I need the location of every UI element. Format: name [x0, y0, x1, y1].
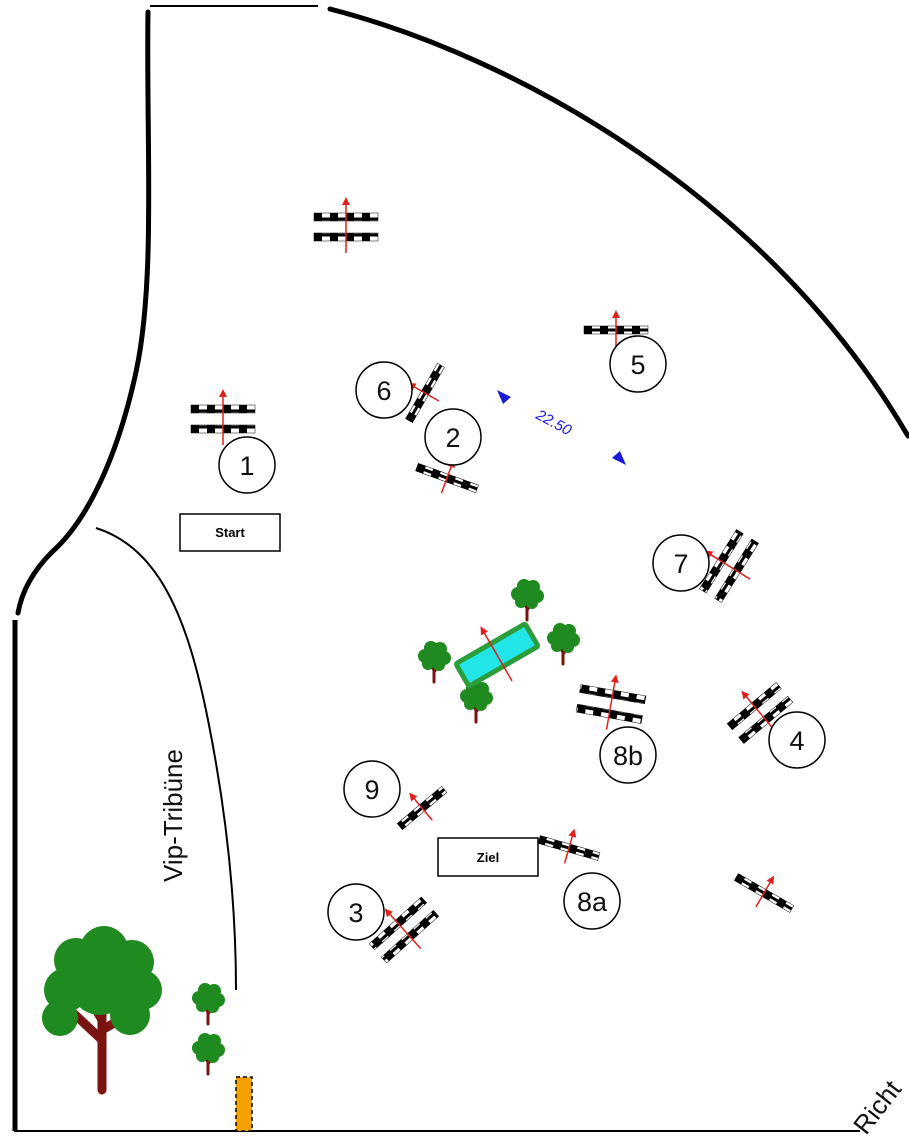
direction-arrow: [605, 680, 616, 730]
tree-icon: [458, 679, 495, 724]
direction-arrow-head: [568, 828, 577, 838]
obstacle-number-2: 2: [424, 408, 482, 466]
obstacle-number-1: 1: [218, 436, 276, 494]
direction-arrow: [709, 553, 751, 580]
direction-arrow: [755, 880, 772, 908]
direction-arrow: [412, 385, 440, 402]
direction-arrow-head: [384, 908, 393, 918]
obstacle-jump-3: [368, 896, 440, 964]
obstacle-jump-9: [396, 785, 448, 831]
direction-arrow-head: [741, 690, 750, 700]
obstacle-number-3: 3: [327, 883, 385, 941]
tree-icon: [190, 981, 227, 1026]
distance-marker: 22.50: [497, 390, 626, 465]
svg-text:5: 5: [630, 350, 645, 380]
obstacle-jump-8a: [537, 828, 601, 864]
tree-icon: [545, 621, 582, 666]
obstacle-number-7: 7: [652, 534, 710, 592]
svg-text:6: 6: [376, 376, 391, 406]
obstacle-number-5: 5: [609, 335, 667, 393]
direction-arrow-head: [610, 674, 619, 684]
direction-arrow-head: [612, 310, 620, 318]
obstacle-numbers: 1 2 3 4 5 6 7 8a 8b 9: [218, 335, 826, 941]
obstacle-number-8a: 8a: [563, 872, 621, 930]
direction-arrow-head: [409, 792, 418, 802]
svg-text:2: 2: [445, 423, 460, 453]
obstacle-jump-7: [699, 529, 759, 603]
obstacle-jump-1: [190, 389, 256, 445]
direction-arrow: [440, 464, 453, 494]
arena-boundary: [12, 5, 909, 1132]
obstacle-jump-2: [415, 459, 479, 494]
obstacle-number-8b: 8b: [599, 726, 657, 784]
distance-label: 22.50: [532, 406, 575, 439]
svg-text:8b: 8b: [613, 741, 643, 771]
obstacle-jump-4: [726, 682, 794, 744]
obstacle-jump-5: [583, 310, 649, 346]
obstacles: [190, 197, 795, 964]
obstacle-number-6: 6: [355, 361, 413, 419]
direction-arrow: [744, 694, 777, 733]
cart-icon: [235, 1076, 253, 1132]
direction-arrow-head: [766, 875, 774, 885]
obstacle-unnumbered-top: [313, 197, 379, 253]
svg-text:4: 4: [789, 726, 804, 756]
direction-arrow-head: [342, 197, 350, 205]
direction-arrow: [563, 834, 574, 864]
obstacle-jump-8b: [575, 674, 647, 730]
svg-text:1: 1: [239, 451, 254, 481]
obstacle-number-4: 4: [768, 711, 826, 769]
tree-icon: [416, 639, 453, 684]
svg-text:7: 7: [673, 549, 688, 579]
corner-label: Richt: [847, 1074, 908, 1136]
finish-box: Ziel: [437, 837, 539, 877]
direction-arrow-head: [219, 389, 227, 397]
large-tree-icon: [42, 926, 162, 1095]
svg-text:8a: 8a: [577, 887, 608, 917]
start-box: Start: [179, 513, 281, 552]
svg-text:9: 9: [364, 775, 379, 805]
direction-arrow: [412, 796, 433, 821]
tree-icon: [190, 1031, 227, 1076]
svg-text:3: 3: [348, 898, 363, 928]
finish-label: Ziel: [477, 850, 499, 865]
water-jump: [454, 621, 540, 689]
tree-icon: [509, 577, 546, 622]
direction-arrow: [388, 912, 422, 950]
obstacle-unnumbered-right: [733, 873, 795, 913]
obstacle-number-9: 9: [343, 760, 401, 818]
vip-stand-label: Vip-Tribüne: [158, 749, 188, 882]
start-label: Start: [215, 525, 245, 540]
